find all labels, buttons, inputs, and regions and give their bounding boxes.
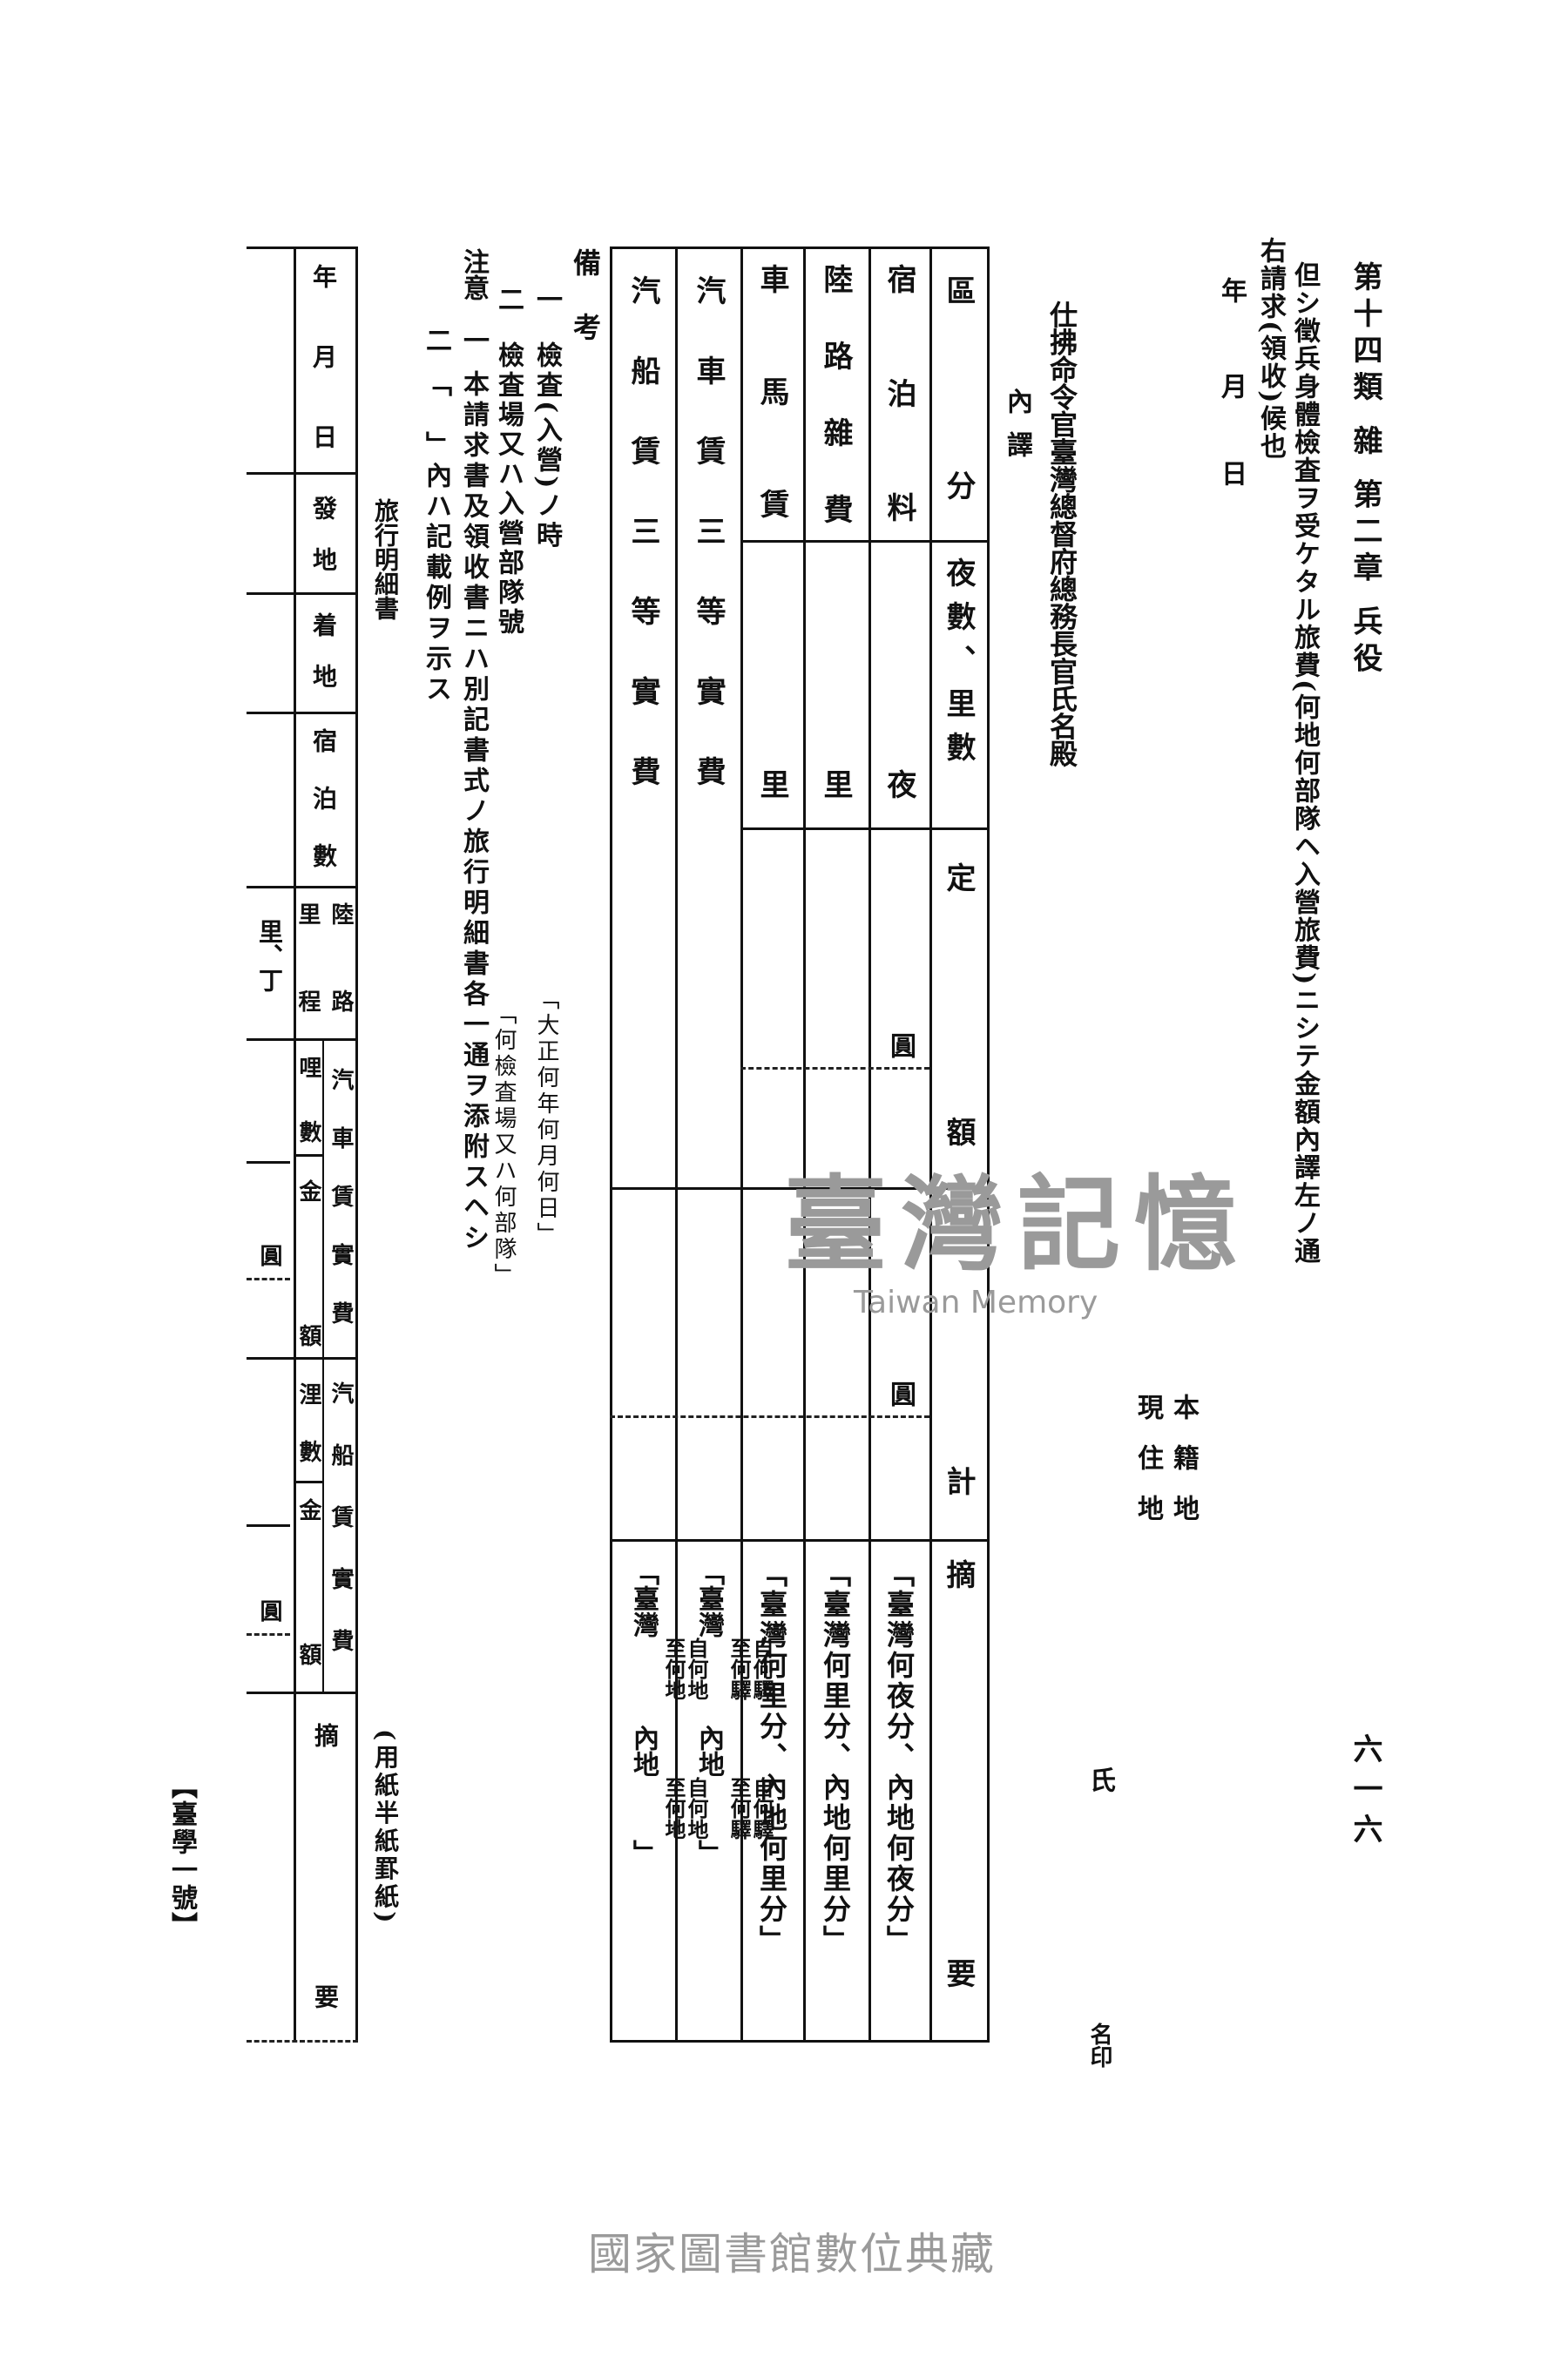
caution-1-text: 本請求書及領收書ニハ別記書式ノ旅行明細書各一通ヲ添附スヘシ xyxy=(458,370,489,1254)
itinerary-nautical-miles: 浬數 xyxy=(295,1382,321,1497)
caution-label: 注意 xyxy=(458,248,489,301)
itinerary-nights: 宿泊數 xyxy=(309,728,338,901)
col-lodging-unit: 夜 xyxy=(882,769,916,799)
row-header-fixed: 定額 xyxy=(941,862,976,1371)
col-lodging-remark: 「臺灣何夜分、內地何夜分」 xyxy=(882,1559,916,1955)
itinerary-arrival: 着地 xyxy=(309,612,338,715)
col-train-label: 汽車賃三等實費 xyxy=(691,275,726,836)
date-month: 月 xyxy=(1216,373,1247,399)
col-land-label: 陸路雜費 xyxy=(818,264,853,571)
col-land-remark: 「臺灣何里分、內地何里分」 xyxy=(819,1559,852,1955)
date-year: 年 xyxy=(1216,277,1247,303)
col-carriage-label: 車馬賃 xyxy=(754,264,789,601)
row-header-category: 區分 xyxy=(941,275,976,665)
itinerary-amount-2: 金額 xyxy=(295,1498,321,1787)
form-number: 【臺學一號】 xyxy=(166,1773,197,1940)
remark-1-example: 「大正何年何月何日」 xyxy=(533,987,559,1248)
itinerary-land-route: 陸路 xyxy=(328,902,354,1077)
intro-text: 但シ徵兵身體檢査ヲ受ケタル旅費(何地何部隊ヘ入營旅費)ニシテ金額內譯左ノ通 xyxy=(1289,261,1320,1266)
domicile-label: 本籍地 xyxy=(1168,1394,1199,1545)
itinerary-yen-1: 圓 xyxy=(256,1244,282,1266)
col-land-unit: 里 xyxy=(818,769,853,799)
caution-2-text: 「 」內ハ記載例ヲ示ス xyxy=(421,370,451,706)
itinerary-title: 旅行明細書 xyxy=(371,498,400,620)
date-day: 日 xyxy=(1216,460,1247,486)
itinerary-date: 年月日 xyxy=(309,264,338,504)
caution-1-number: 一 xyxy=(458,327,489,353)
col-lodging-yen-fixed: 圓 xyxy=(885,1032,916,1058)
col-carriage-unit: 里 xyxy=(754,769,789,799)
itinerary-departure: 發地 xyxy=(309,496,338,598)
row-header-remarks: 摘要 xyxy=(941,1559,976,2357)
col-ship-remark: 「臺灣 自何地至何地 內地 自何地至何地 」 xyxy=(628,1559,709,1866)
itinerary-amount: 金額 xyxy=(295,1179,321,1469)
col-ship-label: 汽船賃三等實費 xyxy=(625,275,660,836)
residence-label: 現住地 xyxy=(1132,1394,1163,1545)
itinerary-yen-2: 圓 xyxy=(256,1599,282,1622)
addressee: 仕拂命令官臺灣總督府總務長官氏名殿 xyxy=(1045,301,1078,767)
archive-credit: 國家圖書館數位典藏 xyxy=(588,2229,996,2279)
remark-2-number: 二 xyxy=(493,286,524,312)
col-lodging-yen-total: 圓 xyxy=(885,1381,916,1407)
watermark-logo: 臺灣記憶 Taiwan Memory xyxy=(784,1164,1252,1320)
breakdown-label: 內譯 xyxy=(1002,388,1032,475)
col-train-remark: 「臺灣 自何驛至何驛 內地 自何驛至何驛 」 xyxy=(693,1559,774,1866)
page-number: 六一六 xyxy=(1348,1733,1382,1854)
itinerary-miles: 哩數 xyxy=(295,1056,321,1185)
itinerary-distance-unit: 里、丁 xyxy=(255,919,284,992)
remark-1-number: 一 xyxy=(531,286,562,312)
caution-2-number: 二 xyxy=(421,327,451,353)
category-heading: 第十四類 雜 第二章 兵役 xyxy=(1348,261,1382,679)
itinerary-remarks: 摘要 xyxy=(311,1723,340,2246)
col-lodging-label: 宿泊料 xyxy=(882,264,916,606)
paper-note: (用紙半紙罫紙) xyxy=(371,1729,400,1927)
row-header-count: 夜數、里數 xyxy=(941,557,976,775)
row-header-total: 計 xyxy=(941,1466,976,1496)
remark-1-text: 檢査(入營)ノ時 xyxy=(531,341,562,551)
remark-2-example: 「何檢査場又ハ何部隊」 xyxy=(490,1002,517,1289)
remarks-label: 備考 xyxy=(569,248,602,377)
closing-text: 右請求(領收)候也 xyxy=(1255,237,1286,461)
seal-label: 名印 xyxy=(1086,2023,1112,2068)
remark-2-text: 檢査場又ハ入營部隊號 xyxy=(493,341,524,638)
itinerary-train-fare: 汽車賃實費 xyxy=(328,1068,354,1360)
col-carriage-remark: 「臺灣何里分、內地何里分」 xyxy=(755,1559,788,1955)
itinerary-ship-fare: 汽船賃實費 xyxy=(328,1381,354,1691)
itinerary-distance: 里程 xyxy=(294,902,321,1077)
name-label: 氏 xyxy=(1085,1766,1115,1793)
